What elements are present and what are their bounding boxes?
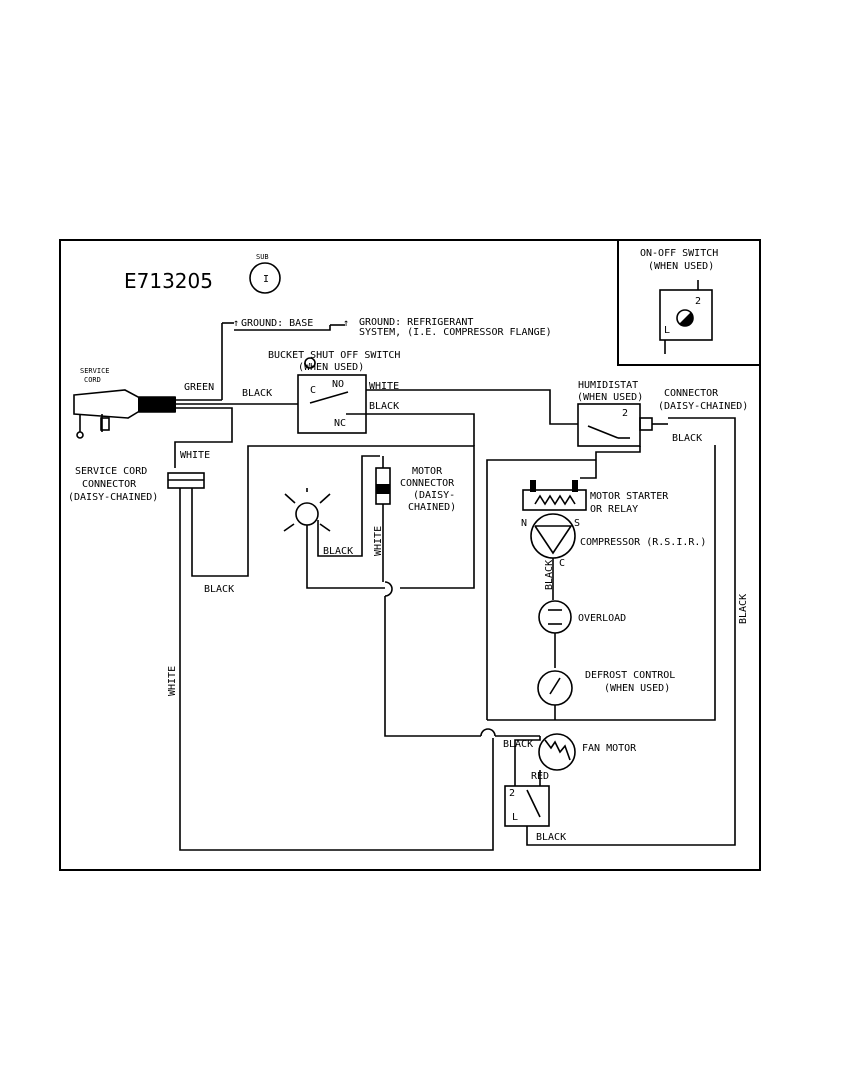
wire-black-right-label: BLACK — [738, 594, 749, 624]
motor-connector-label-4: CHAINED) — [408, 502, 456, 513]
motor-connector-label-1: MOTOR — [412, 466, 443, 477]
ground-arrow-icon: ↑ — [233, 318, 239, 329]
wire-black-fan-label: BLACK — [503, 739, 533, 750]
compressor-c: C — [559, 558, 565, 569]
fan-switch-term-l: L — [512, 812, 518, 823]
bucket-float-icon — [304, 357, 316, 369]
wire-white-conn-label: WHITE — [180, 450, 210, 461]
humidistat-label-2: (WHEN USED) — [577, 392, 643, 403]
starter-label-2: OR RELAY — [590, 504, 638, 515]
plug-cord-sleeve — [138, 397, 176, 412]
wire-black-lamp-label: BLACK — [323, 546, 353, 557]
sub-label: SUB — [256, 253, 269, 261]
connector-label-2: (DAISY-CHAINED) — [658, 401, 748, 412]
bucket-nc: NC — [334, 418, 346, 429]
humidistat-body — [577, 403, 641, 447]
motor-connector-label-2: CONNECTOR — [400, 478, 455, 489]
bucket-c: C — [310, 385, 316, 396]
service-connector-label-1: SERVICE CORD — [75, 466, 147, 477]
defrost-label-1: DEFROST CONTROL — [585, 670, 675, 681]
onoff-term-2: 2 — [695, 296, 701, 307]
wire-black-hum-label: BLACK — [672, 433, 702, 444]
onoff-term-l: L — [664, 325, 670, 336]
service-connector-label-2: CONNECTOR — [82, 479, 137, 490]
compressor-icon — [530, 513, 576, 559]
diagram-frame — [59, 239, 761, 871]
onoff-knob-fill — [679, 312, 694, 327]
sub-circle — [249, 262, 281, 294]
ground-base-label: GROUND: BASE — [241, 318, 313, 329]
wire-white-no-label: WHITE — [369, 381, 399, 392]
onoff-inset-frame — [617, 239, 761, 366]
compressor-s: S — [574, 518, 580, 529]
starter-coil-icon — [534, 494, 576, 506]
defrost-icon — [537, 670, 573, 706]
wire-black-bottom-label: BLACK — [204, 584, 234, 595]
sub-number: I — [263, 274, 269, 285]
humidistat-label-1: HUMIDISTAT — [578, 380, 638, 391]
service-cord-label-2: CORD — [84, 376, 101, 384]
service-cord-label-1: SERVICE — [80, 367, 110, 375]
defrost-label-2: (WHEN USED) — [604, 683, 670, 694]
bucket-title-1: BUCKET SHUT OFF SWITCH — [268, 350, 400, 361]
ground-refrig-label-2: SYSTEM, (I.E. COMPRESSOR FLANGE) — [359, 327, 552, 338]
motor-connector-label-3: (DAISY- — [413, 490, 455, 501]
onoff-title-1: ON-OFF SWITCH — [640, 248, 718, 259]
onoff-title-2: (WHEN USED) — [648, 261, 714, 272]
wire-black-top-label: BLACK — [242, 388, 272, 399]
wire-green-label: GREEN — [184, 382, 214, 393]
lamp-icon — [295, 502, 319, 526]
fan-motor-label: FAN MOTOR — [582, 743, 637, 754]
wire-white-left-label: WHITE — [167, 666, 178, 696]
ground-refrig-arrow-icon: ↑ — [343, 318, 349, 329]
wire-black-nc-label: BLACK — [369, 401, 399, 412]
compressor-n: N — [521, 518, 527, 529]
onoff-switch-body — [659, 289, 713, 341]
wire-black-fan-bottom-label: BLACK — [536, 832, 566, 843]
service-connector-label-3: (DAISY-CHAINED) — [68, 492, 158, 503]
starter-label-1: MOTOR STARTER — [590, 491, 669, 502]
compressor-label: COMPRESSOR (R.S.I.R.) — [580, 537, 706, 548]
ground-refrig-label-1: GROUND: REFRIGERANT — [359, 317, 473, 328]
overload-label: OVERLOAD — [578, 613, 626, 624]
bucket-title-2: (WHEN USED) — [298, 362, 364, 373]
hum-connector-icon — [639, 417, 653, 431]
starter-body — [522, 489, 587, 511]
bucket-no: NO — [332, 379, 344, 390]
fan-switch-term-2: 2 — [509, 788, 515, 799]
connector-label-1: CONNECTOR — [664, 388, 719, 399]
humidistat-term: 2 — [622, 408, 628, 419]
wire-black-comp-label: BLACK — [544, 560, 555, 590]
wire-white-motor-label: WHITE — [373, 526, 384, 556]
fan-motor-icon — [538, 733, 576, 771]
diagram-id: E713205 — [124, 269, 213, 293]
overload-icon — [538, 600, 572, 634]
